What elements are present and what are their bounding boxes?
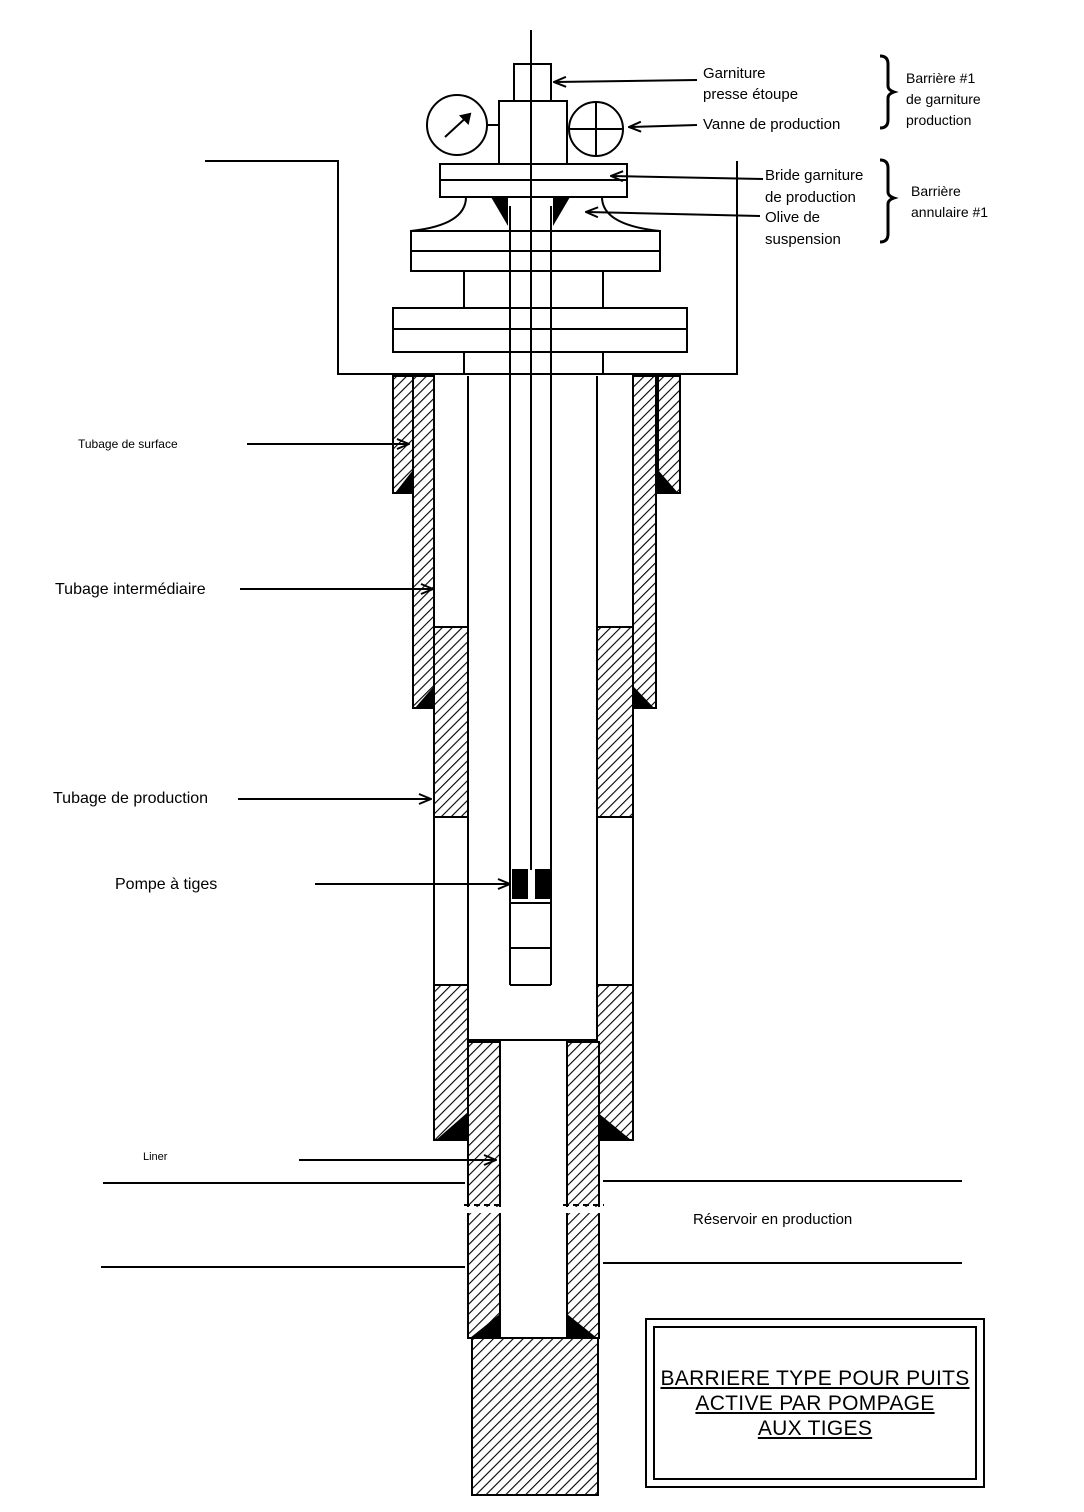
title-line-3: AUX TIGES — [757, 1416, 873, 1440]
production-cement-left-upper — [433, 626, 469, 818]
production-cement-left-lower — [433, 984, 469, 1141]
label-reservoir: Réservoir en production — [693, 1211, 852, 1228]
label-bride-2: de production — [765, 189, 856, 206]
label-bride-1: Bride garniture — [765, 167, 863, 184]
label-barriere-ann-1: Barrière — [911, 183, 961, 199]
label-barriere1-2: de garniture — [906, 91, 981, 107]
intermediate-casing-right — [632, 375, 657, 709]
label-olive-2: suspension — [765, 231, 841, 248]
label-barriere1-3: production — [906, 112, 971, 128]
title-line-2: ACTIVE PAR POMPAGE — [695, 1391, 935, 1415]
liner-left — [467, 1041, 501, 1339]
label-barriere1-1: Barrière #1 — [906, 70, 975, 86]
title-box: BARRIERE TYPE POUR PUITS ACTIVE PAR POMP… — [645, 1318, 985, 1488]
label-garniture-2: presse étoupe — [703, 86, 798, 103]
tubing-hanger — [410, 196, 661, 232]
label-garniture-1: Garniture — [703, 65, 766, 82]
title-line-1: BARRIERE TYPE POUR PUITS — [660, 1366, 970, 1390]
label-liner: Liner — [143, 1151, 168, 1163]
label-pompe: Pompe à tiges — [115, 876, 217, 893]
production-cement-right-upper — [596, 626, 634, 818]
label-olive-1: Olive de — [765, 209, 820, 226]
cellar-outline — [205, 160, 738, 375]
brace-annular-barrier — [879, 158, 899, 244]
cement-plug-bottom — [471, 1337, 599, 1496]
label-vanne: Vanne de production — [703, 116, 840, 133]
brace-barrier-1 — [879, 54, 899, 130]
label-tubage-surface: Tubage de surface — [78, 437, 178, 451]
rod-pump-seal-right — [535, 869, 551, 899]
rod-pump-seal-left — [512, 869, 528, 899]
stuffing-box-body — [498, 100, 568, 165]
stuffing-box-top — [513, 63, 552, 102]
label-tubage-production: Tubage de production — [53, 790, 208, 807]
label-barriere-ann-2: annulaire #1 — [911, 204, 988, 220]
title-box-inner: BARRIERE TYPE POUR PUITS ACTIVE PAR POMP… — [653, 1326, 977, 1480]
spool — [463, 270, 604, 309]
liner-right — [566, 1041, 600, 1339]
intermediate-casing-left — [412, 375, 435, 709]
label-tubage-intermediaire: Tubage intermédiaire — [55, 581, 206, 598]
